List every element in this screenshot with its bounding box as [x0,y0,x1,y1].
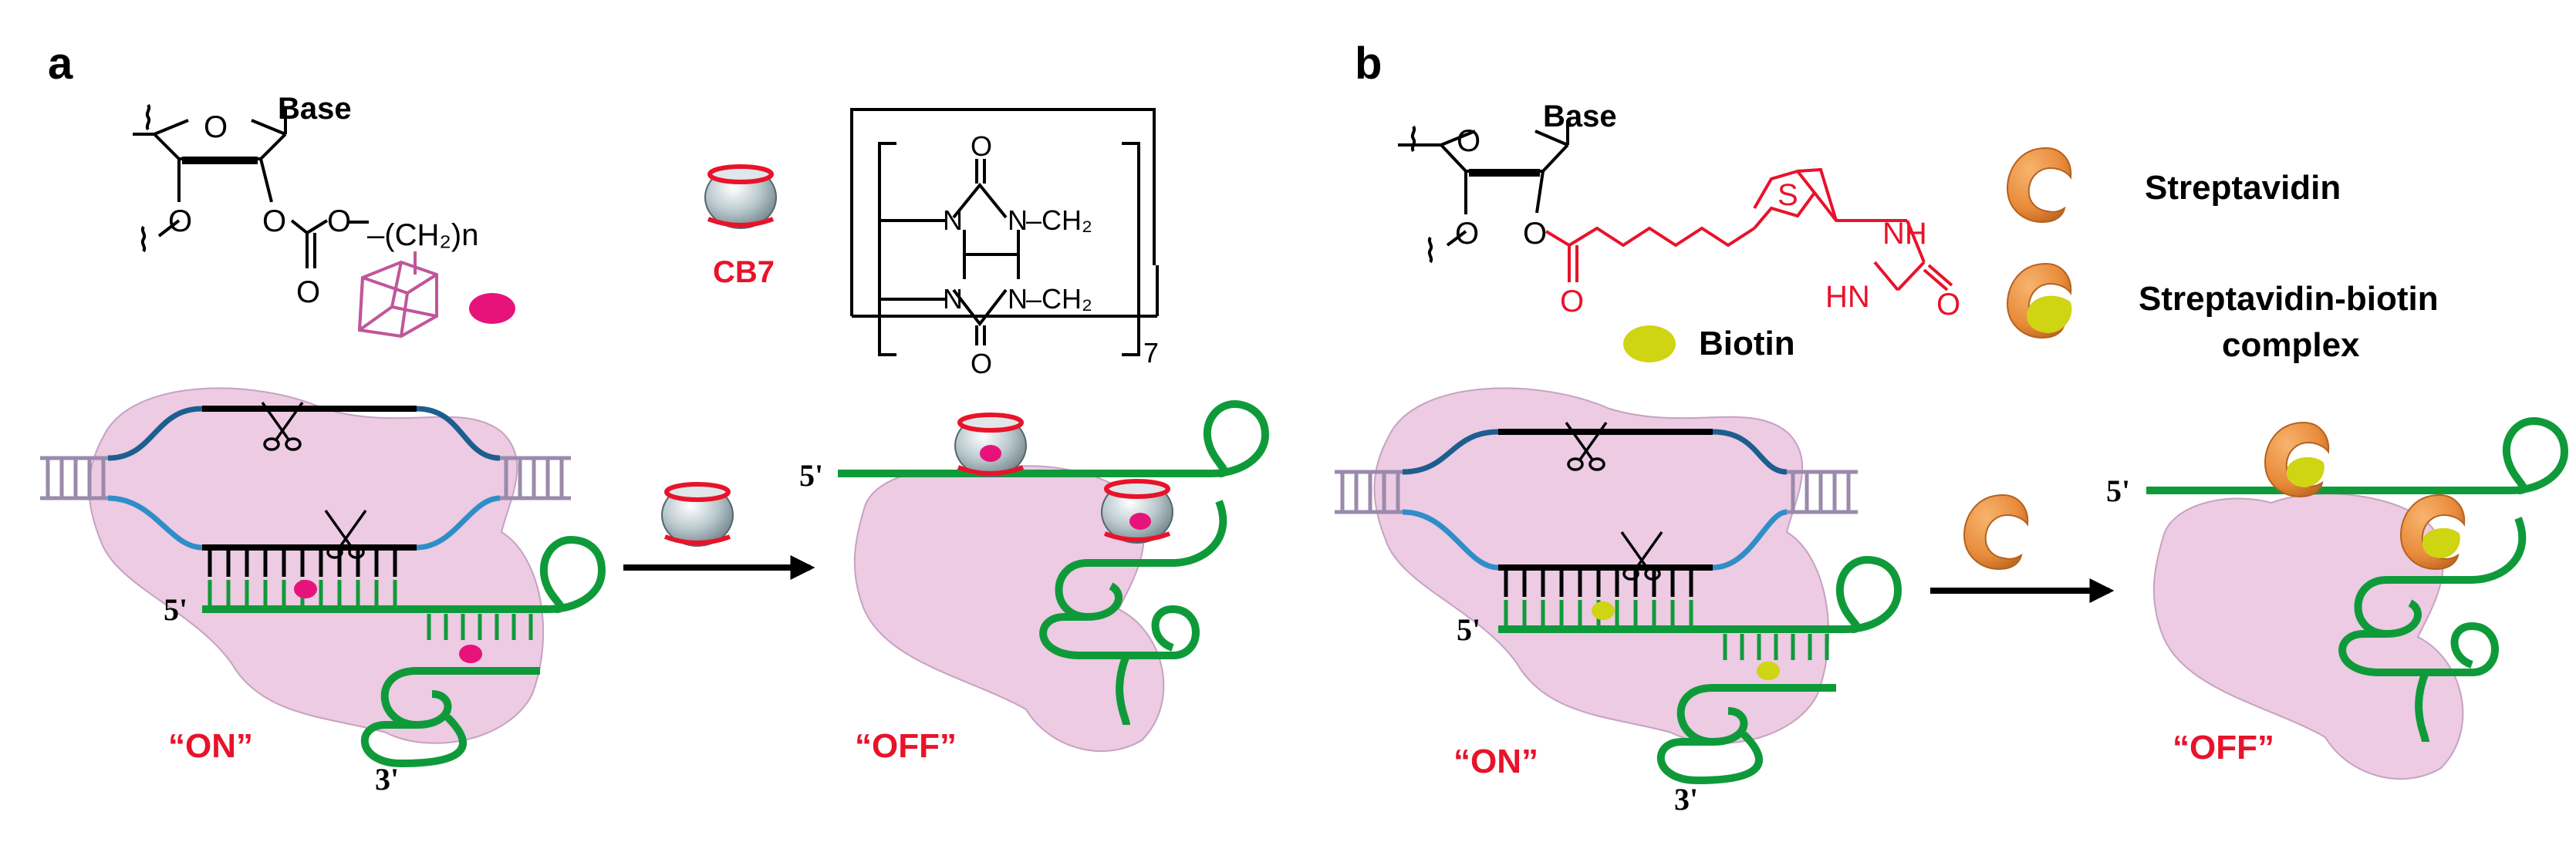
urea-oxygen: O [1936,288,1960,322]
ribose-ring-oxygen: O [204,110,228,144]
rna-spacer-bases [208,580,397,606]
cb7-bottom-methylene: –CH₂ [1026,283,1092,315]
biotin-legend-label: Biotin [1699,325,1795,362]
oxygen-3prime: O [168,204,192,238]
biotin-bound-icon [2027,295,2072,333]
panel-a: a O Base O O O O –(CH₂)n [40,39,1270,797]
off-complex-b: 5' “OFF” [2106,416,2569,780]
cb7-structure [850,108,1159,356]
panel-b: b O [1335,39,2569,817]
on-complex-a: 5' 3' “ON” [40,387,606,797]
on-complex-b: 5' 3' “ON” [1335,387,1902,817]
urea-nh-top: NH [1882,217,1927,251]
biotin-modification-dot [1757,662,1780,680]
base-label: Base [278,92,352,126]
cas-protein-shape [88,387,545,744]
five-prime-end-label: 5' [799,458,823,493]
modified-ribose-structure [133,103,369,268]
cb7-bottom-oxygen: O [971,348,992,379]
cb7-top-oxygen: O [971,130,992,162]
dna-helix-left [1335,470,1403,514]
streptavidin-legend-label: Streptavidin [2145,169,2341,207]
rna-stem-bases [427,614,533,640]
biotinylated-ribose-structure [1398,120,1569,264]
five-prime-end-label: 5' [2106,473,2130,508]
cb7-n3: N [943,283,963,315]
adamantyl-modification-dot [980,445,1001,462]
on-state-label: “ON” [168,727,253,765]
carbonyl-oxygen: O [296,275,320,309]
dna-helix-right [1787,470,1858,514]
cb7-n2: N [1008,204,1028,236]
guide-rna-tail [360,667,540,768]
off-complex-a: 5' “OFF” [799,399,1270,765]
adamantyl-marker-dot [469,293,515,324]
guide-rna-strand [202,535,606,613]
adamantyl-modification-dot [294,580,317,598]
urea-hn-bottom: HN [1825,280,1870,314]
five-prime-end-label: 5' [164,592,187,627]
guide-rna-free [2146,416,2569,743]
cb7-icon [705,167,776,228]
cb7-label: CB7 [713,255,775,289]
cb7-n1: N [943,204,963,236]
three-prime-end-label: 3' [1674,782,1698,817]
biotin-modification-dot [1592,601,1615,620]
guide-rna-free [838,399,1270,726]
cb7-repeat-count: 7 [1143,337,1159,369]
panel-a-letter: a [48,39,73,89]
three-prime-end-label: 3' [375,762,399,797]
streptavidin-icon [1963,494,2029,570]
biotin-legend-icon [1623,325,1676,362]
carbonate-oxygen-2: O [327,204,351,238]
complex-legend-label-line2: complex [2222,326,2360,364]
carbonate-oxygen-1: O [262,204,286,238]
rna-spacer-bases [1504,600,1693,626]
cb7-top-methylene: –CH₂ [1026,204,1092,236]
five-prime-end-label: 5' [1457,612,1480,647]
oxygen-3prime: O [1455,217,1479,251]
off-state-label: “OFF” [855,727,957,765]
off-state-label: “OFF” [2173,729,2274,766]
cb7-n4: N [1008,283,1028,315]
dna-helix-left [40,456,108,500]
base-label: Base [1543,99,1617,133]
on-state-label: “ON” [1453,743,1538,780]
rna-stem-bases [1723,634,1829,660]
biotin-bound-icon [2422,527,2460,558]
adamantyl-icon [357,251,438,339]
ester-oxygen: O [1523,217,1547,251]
panel-b-letter: b [1355,39,1382,89]
ester-carbonyl-oxygen: O [1560,285,1584,318]
streptavidin-legend-icon [2007,147,2072,223]
guide-rna-tail [1656,684,1836,785]
ribose-ring-oxygen: O [1457,124,1480,158]
thiophane-sulfur: S [1778,178,1798,212]
cb7-icon [662,484,733,546]
guide-rna-strand [1498,555,1902,633]
dna-helix-right [500,456,571,500]
biotin-chain-structure [1545,167,1953,291]
adamantyl-modification-dot [459,645,482,663]
cb7-icon [1102,481,1173,543]
biotin-bound-icon [2286,457,2324,487]
dna-rna-base-pairs [1504,571,1693,597]
adamantyl-modification-dot [1129,513,1151,530]
alkyl-linker: –(CH₂)n [367,218,478,252]
complex-legend-label-line1: Streptavidin-biotin [2139,280,2439,318]
